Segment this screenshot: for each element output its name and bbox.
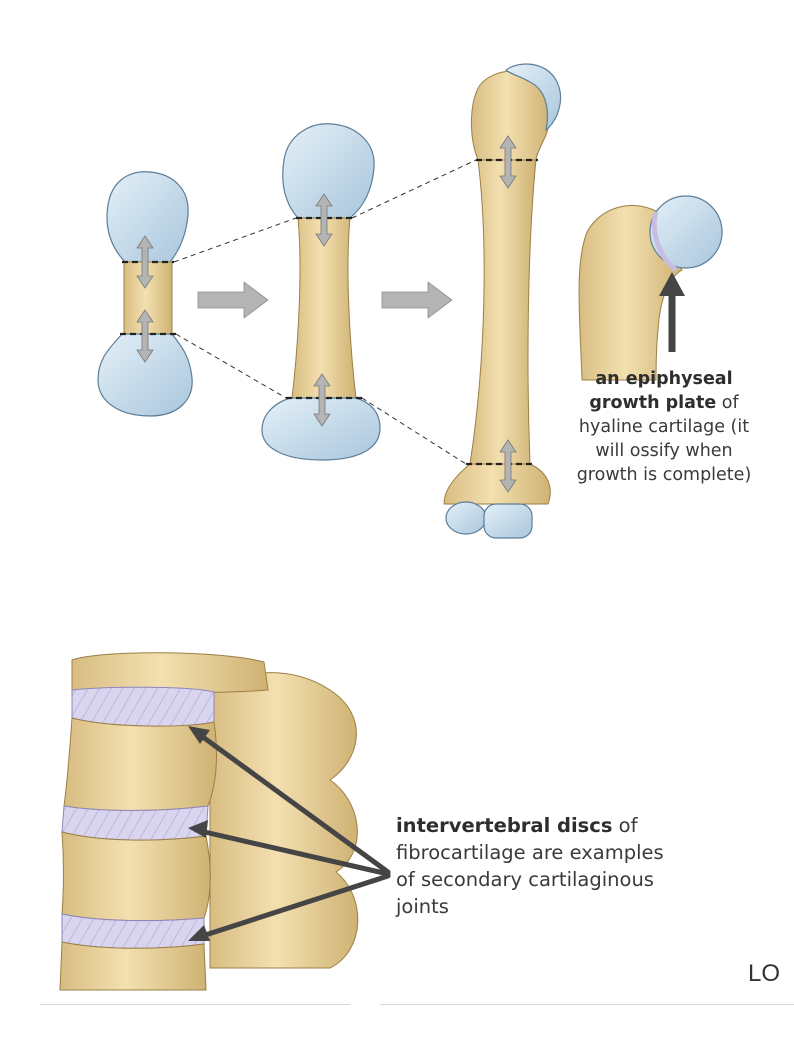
bone-3-condyle-left <box>445 501 487 535</box>
vertebra-3 <box>59 941 207 991</box>
growth-arrows <box>136 135 517 493</box>
bone-1-top-cartilage <box>106 171 189 263</box>
epiphyseal-plate-label-rest: of hyaline cartilage (it will ossify whe… <box>576 393 752 485</box>
bone-3-head-cartilage <box>505 63 561 132</box>
stage-arrows <box>197 281 453 319</box>
up-arrow-icon <box>659 272 685 296</box>
femur-growth-plate <box>651 211 678 272</box>
bone-2-top-cartilage <box>282 123 375 219</box>
spinous-processes <box>209 672 359 969</box>
bone-3-shaft <box>469 159 537 465</box>
disc-pointer-heads <box>188 726 210 941</box>
growth-plate-pointer <box>659 272 685 352</box>
bone-3-bottom-epiphysis <box>443 463 551 505</box>
corner-tag: LO <box>748 960 781 987</box>
right-arrow-icon <box>197 281 269 319</box>
vertebra-2 <box>61 831 211 922</box>
growth-arrow-icon <box>499 439 517 493</box>
growth-arrow-icon <box>136 309 154 363</box>
arrow-head-icon <box>188 925 210 941</box>
intervertebral-disc-1 <box>71 686 215 727</box>
intervertebral-disc-label-rest: of fibrocartilage are examples of second… <box>396 814 664 918</box>
bone-1-bottom-cartilage <box>97 333 193 417</box>
right-arrow-icon <box>381 281 453 319</box>
growth-arrow-icon <box>313 373 331 427</box>
bone-3-condyle-right <box>483 503 533 539</box>
femur-head-inset <box>578 195 723 381</box>
footer-rule-left <box>40 1004 350 1005</box>
bone-stage-2 <box>261 123 381 461</box>
vertebra-top <box>71 652 269 694</box>
growth-arrow-icon <box>315 193 333 247</box>
arrow-head-icon <box>188 726 210 744</box>
epiphyseal-plate-label: an epiphyseal growth plate of hyaline ca… <box>566 367 762 487</box>
projection-lines <box>173 159 477 465</box>
bone-stage-1 <box>97 171 193 417</box>
growth-arrow-icon <box>136 235 154 289</box>
femur-head-cartilage <box>649 195 723 269</box>
vertebral-column <box>59 652 359 991</box>
arrow-head-icon <box>188 820 208 838</box>
footer-rule-right <box>380 1004 794 1005</box>
intervertebral-disc-2 <box>61 805 209 841</box>
bone-2-bottom-cartilage <box>261 397 381 461</box>
growth-arrow-icon <box>499 135 517 189</box>
epiphyseal-plate-label-bold: an epiphyseal growth plate <box>589 369 733 413</box>
intervertebral-disc-label: intervertebral discs of fibrocartilage a… <box>396 812 676 920</box>
intervertebral-disc-label-bold: intervertebral discs <box>396 814 613 837</box>
bone-stage-3 <box>443 63 561 539</box>
disc-pointers <box>193 729 391 941</box>
